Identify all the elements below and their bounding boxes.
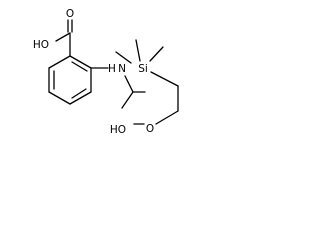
ring-bond-1: [69, 55, 92, 69]
trimethylsilyl-ethyl-group: Si: [115, 39, 179, 125]
ring-bond-4: [48, 91, 71, 105]
carbonyl-to-hydroxyl-bond: [121, 91, 134, 109]
ring-bond-6: [48, 55, 71, 69]
carboxyl-oxygen-label: O: [66, 8, 74, 20]
chemical-structure: O HO H N HO O Si: [33, 8, 179, 136]
ring-double-bond-a: [71, 61, 88, 72]
carboxylic-acid-group: O HO: [33, 8, 74, 57]
oxygen-to-ch2-bond: [155, 110, 179, 125]
carboxyl-oh-bond: [55, 32, 71, 42]
ch2-to-silicon-bond: [150, 71, 179, 87]
ring-bond-3: [69, 91, 92, 105]
carbamate-group: H N HO O: [90, 63, 154, 136]
silicon-methyl-bond-up: [135, 39, 141, 62]
silicon-methyl-bond-right: [149, 46, 164, 62]
amide-nitrogen-label: N: [118, 63, 126, 75]
benzene-ring: [48, 55, 92, 105]
nitrogen-to-carbonyl-bond: [124, 75, 134, 93]
ring-double-bond-b: [71, 88, 87, 99]
ester-oxygen-label: O: [146, 123, 154, 135]
silicon-label: Si: [138, 63, 148, 75]
silicon-methyl-bond-left: [115, 51, 132, 64]
carbamate-hydroxyl-label: HO: [110, 124, 126, 136]
amide-hydrogen-label: H: [108, 63, 116, 75]
carboxyl-hydroxyl-label: HO: [33, 39, 49, 51]
